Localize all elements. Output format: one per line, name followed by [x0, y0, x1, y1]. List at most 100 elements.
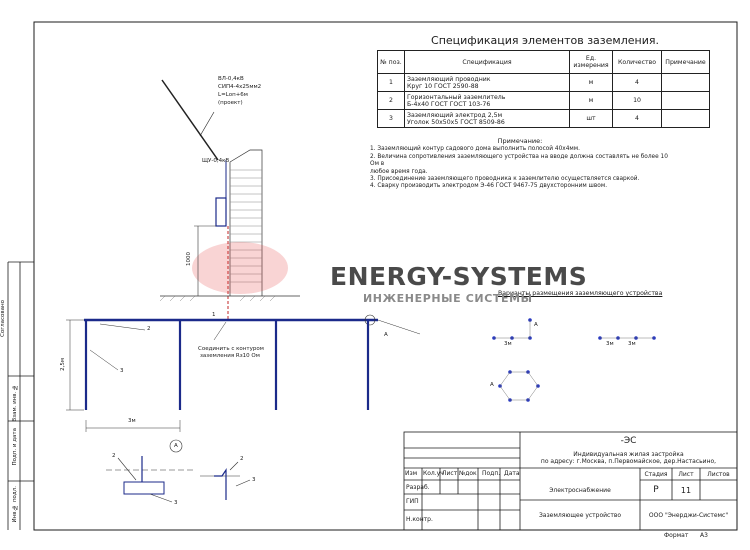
variant-dim: 3м [606, 341, 614, 347]
strip-to-node [377, 319, 421, 335]
spec-header-unit: Ед. измерения [569, 50, 613, 74]
spec-header-name: Спецификация [404, 50, 570, 74]
dimension-lines [66, 319, 181, 432]
side-stamp-label: Инв.№ подл. [12, 486, 18, 523]
ground-hatch [159, 295, 276, 302]
tb-role: ГИП [406, 498, 419, 505]
position-label: 2 [147, 326, 151, 332]
drawing-code: -ЭС [620, 436, 637, 446]
weld-note: заземления Rз10 Ом [200, 353, 260, 359]
cable-label: ВЛ-0,4кВ [218, 76, 244, 82]
cable-label: L=Lоп+6м [218, 92, 248, 98]
dimension-label: 3м [128, 418, 136, 424]
incoming-cable [161, 79, 219, 161]
tb-col: Изм [405, 470, 418, 477]
section-a-marker [169, 439, 183, 453]
spec-header-qty: Количество [612, 50, 662, 74]
spec-note [661, 91, 710, 110]
spec-note [661, 73, 710, 92]
tb-col: Лист [442, 470, 458, 477]
spec-header-note: Примечание [661, 50, 710, 74]
vertical-electrodes [84, 320, 370, 410]
side-stamp-label: Согласовано [0, 300, 6, 337]
shield-label: ЩУ-0,4кВ [202, 158, 230, 164]
tb-col: Подп. [482, 470, 501, 477]
dimension-1000 [194, 225, 216, 296]
section-label: А [174, 443, 178, 449]
house-wall [229, 149, 263, 296]
section-pos: 2 [112, 453, 116, 459]
spec-unit: м [569, 73, 613, 92]
side-stamp-label: Взам. инв. № [12, 384, 18, 422]
spec-qty: 4 [612, 109, 662, 128]
spec-pos: 1 [377, 73, 405, 92]
title-block-grid [403, 431, 738, 531]
tb-role: Разраб. [406, 484, 430, 491]
weld-note: Соединить с контуром [198, 346, 264, 352]
meter-box [215, 197, 227, 227]
note-line: 1. Заземляющий контур садового дома выпо… [370, 146, 581, 153]
tb-drawing-name: Заземляющее устройство [538, 512, 622, 519]
cable-label: СИП4-4х25мм2 [218, 84, 262, 90]
tb-stage-header: Стадия [644, 471, 668, 478]
tb-sheets-header: Листов [707, 471, 730, 478]
note-line: 3. Присоединение заземляющего проводника… [370, 176, 640, 183]
spec-header-row: № поз. Спецификация Ед. измерения Количе… [377, 50, 710, 74]
watermark-subtitle: ИНЖЕНЕРНЫЕ СИСТЕМЫ [363, 292, 533, 305]
spec-pos: 2 [377, 91, 405, 110]
watermark-logo: ENERGY-SYSTEMS [330, 262, 588, 291]
object-line: по адресу: г.Москва, п.Первомайское, дер… [540, 458, 717, 465]
variant-dim: 3м [504, 341, 512, 347]
section-pos: 3 [252, 477, 256, 483]
side-stamp-label: Подп. и дата [12, 428, 18, 466]
variants-title: Варианты размещения заземляющего устройс… [498, 290, 663, 297]
node-a-marker [364, 314, 376, 326]
variant-node: А [490, 382, 494, 388]
object-line: Индивидуальная жилая застройка [573, 451, 684, 458]
notes-title: Примечание: [497, 137, 543, 145]
tb-stage: Р [653, 485, 659, 495]
tb-sheet: 11 [680, 486, 692, 495]
tb-role: Н.контр. [406, 516, 433, 523]
tb-sheet-header: Лист [678, 471, 694, 478]
note-line: 2. Величина сопротивления заземляющего у… [370, 153, 668, 168]
cable-leader [199, 111, 215, 137]
dimension-label: 2,5м [60, 358, 66, 371]
tb-format: А3 [700, 532, 708, 539]
variant-dim: 3м [628, 341, 636, 347]
tb-company: ООО "Энерджи-Системс" [648, 512, 729, 519]
tb-format-label: Формат [664, 532, 689, 539]
note-line: любое время года. [370, 168, 428, 175]
spec-header-pos: № поз. [377, 50, 405, 74]
highlight-glow [192, 242, 288, 294]
section-detail-right [200, 461, 251, 500]
sheet-frame [33, 21, 738, 531]
spec-unit: м [569, 91, 613, 110]
tb-col: №док [459, 470, 477, 477]
section-pos: 3 [174, 500, 178, 506]
position-label: 1 [212, 312, 216, 318]
tb-section: Электроснабжение [549, 487, 611, 494]
dimension-label: 1000 [186, 252, 192, 266]
spec-unit: шт [569, 109, 613, 128]
spec-qty: 4 [612, 73, 662, 92]
variant-node: А [534, 322, 538, 328]
tb-col: Дата [504, 470, 520, 477]
tb-col: Кол.уч [423, 470, 444, 477]
spec-title: Спецификация элементов заземления. [431, 34, 659, 47]
section-pos: 2 [240, 456, 244, 462]
electrode-leaders [89, 321, 227, 371]
notes-block: Примечание: 1. Заземляющий контур садово… [370, 137, 670, 191]
spec-pos: 3 [377, 109, 405, 128]
spec-table: № поз. Спецификация Ед. измерения Количе… [377, 50, 710, 128]
section-detail-left [106, 456, 196, 503]
spec-note [661, 109, 710, 128]
position-label: 3 [120, 368, 124, 374]
spec-qty: 10 [612, 91, 662, 110]
